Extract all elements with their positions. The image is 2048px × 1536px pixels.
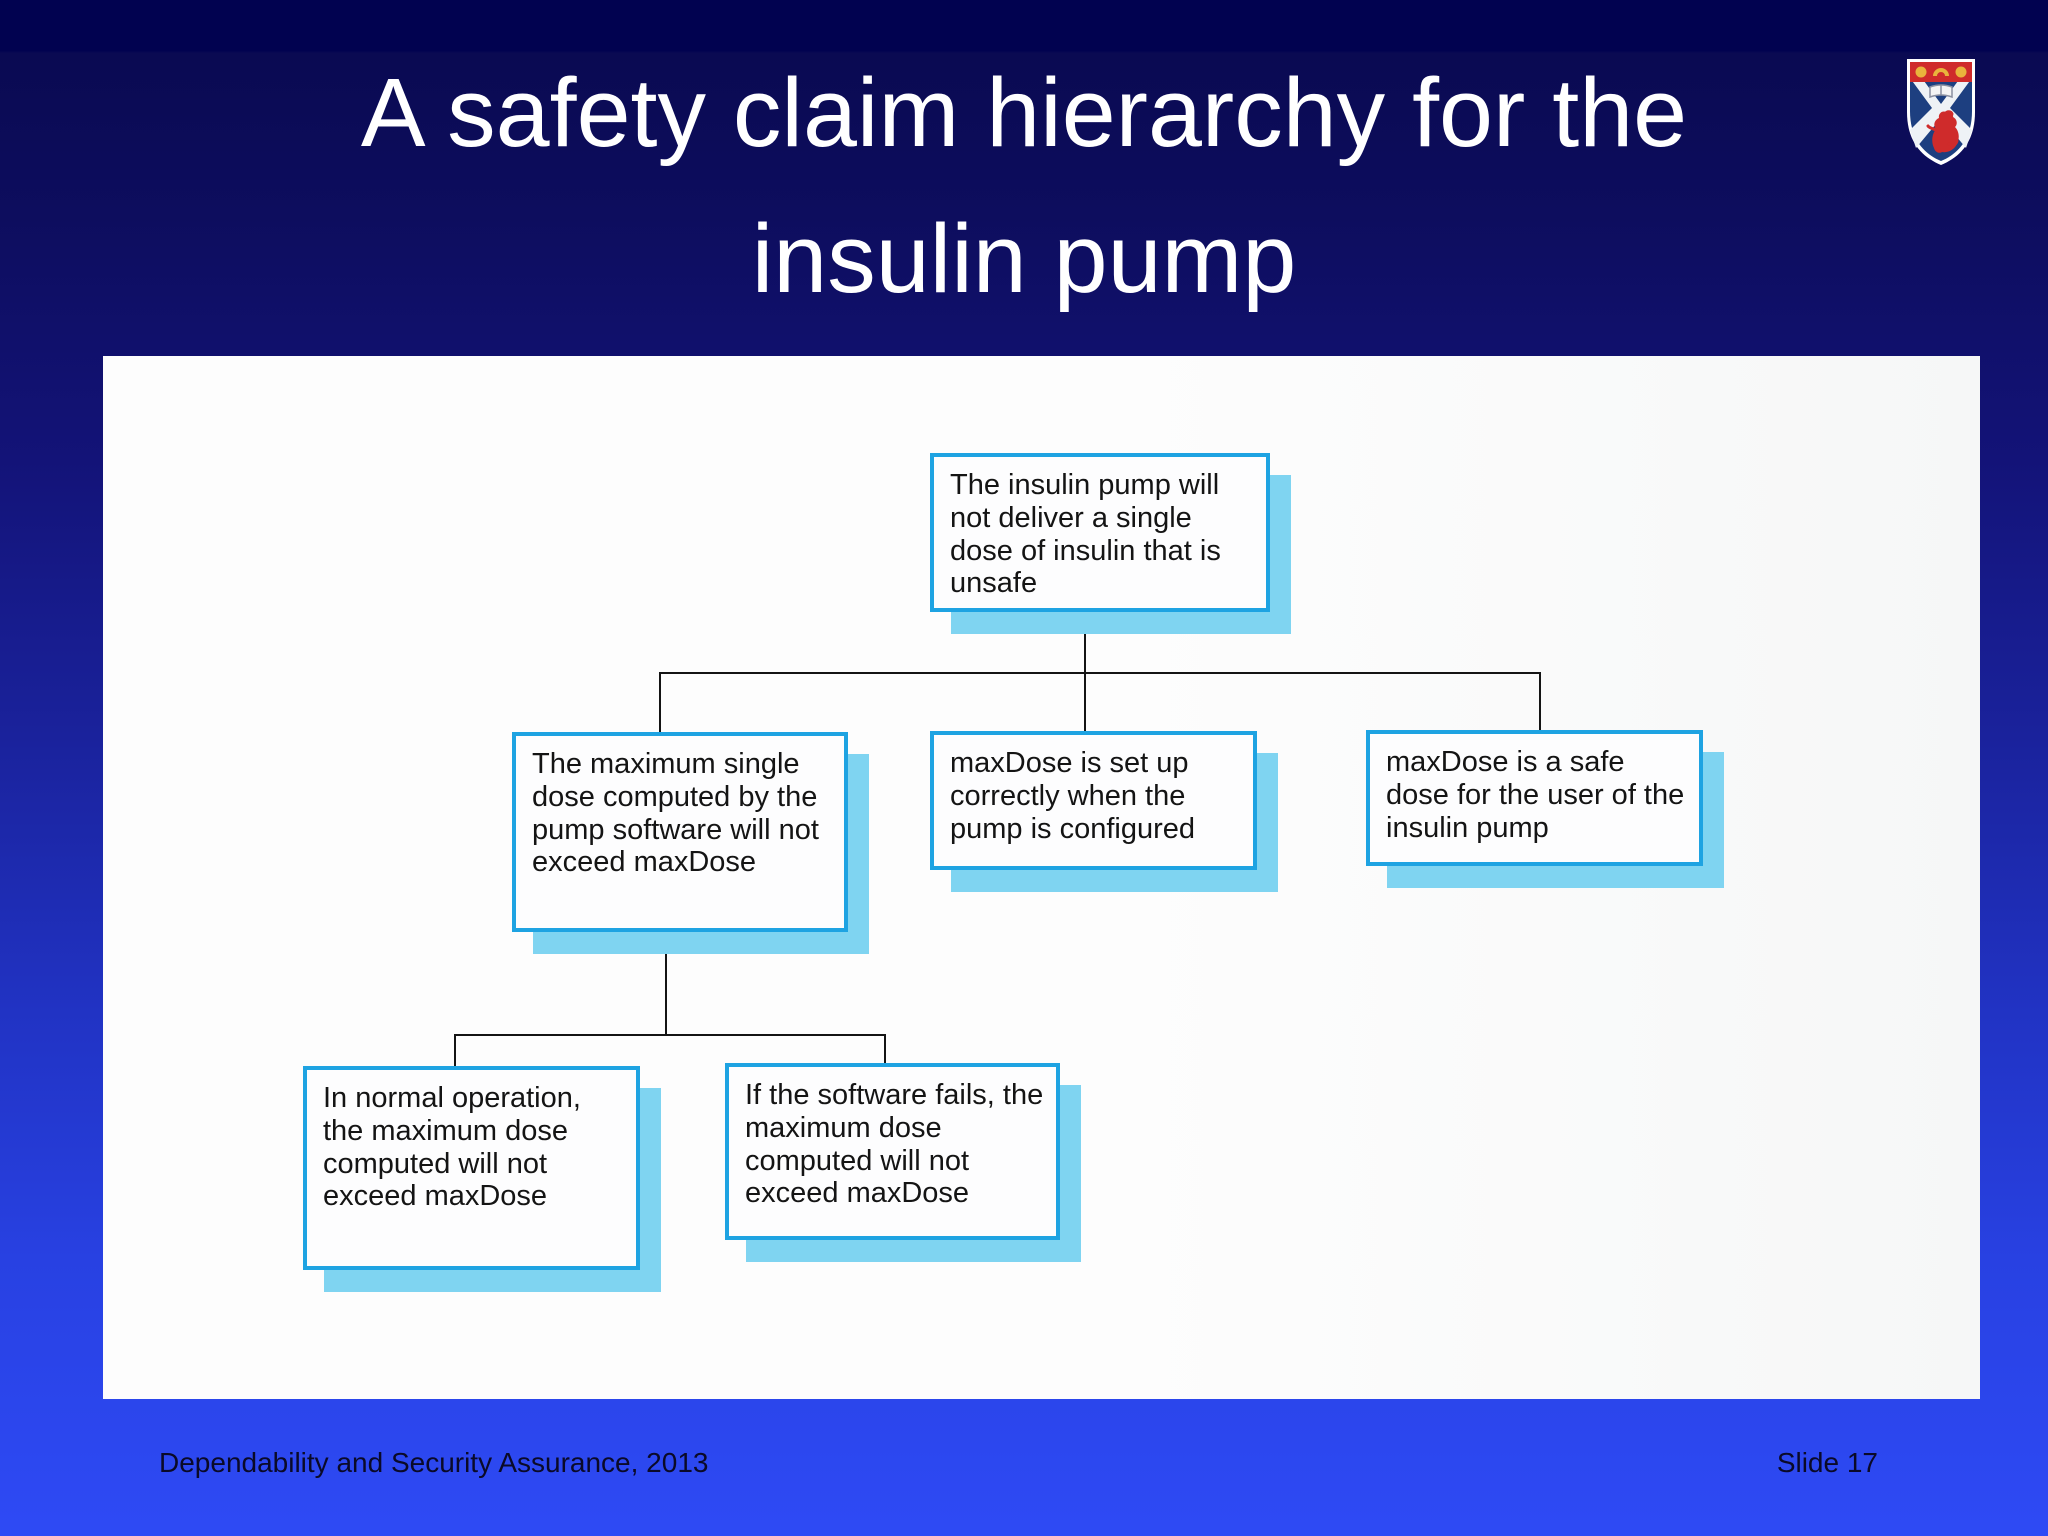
connector-rail-level1	[659, 672, 1541, 674]
claim-node-normal-operation: In normal operation, the maximum dose co…	[303, 1066, 640, 1270]
claim-node-software-fails: If the software fails, the maximum dose …	[725, 1063, 1060, 1240]
connector-drop-c1b	[884, 1034, 886, 1063]
connector-root-to-rail	[1084, 612, 1086, 731]
claim-node-maxdose-setup: maxDose is set up correctly when the pum…	[930, 731, 1257, 870]
connector-drop-c1	[659, 672, 661, 732]
university-crest-logo	[1907, 59, 1975, 165]
footer-slide-number: Slide 17	[1776, 1447, 1878, 1478]
connector-c1-to-rail	[665, 932, 667, 1034]
connector-rail-level2	[454, 1034, 886, 1036]
connector-drop-c1a	[454, 1034, 456, 1066]
slide-title-line1: A safety claim hierarchy for the	[360, 58, 1688, 167]
claim-node-root: The insulin pump will not deliver a sing…	[930, 453, 1270, 612]
claim-node-max-single-dose: The maximum single dose computed by the …	[512, 732, 848, 932]
slide-title: A safety claim hierarchy for the insulin…	[0, 40, 2048, 331]
connector-drop-c3	[1539, 672, 1541, 730]
slide-title-line2: insulin pump	[751, 203, 1297, 313]
claim-node-maxdose-safe: maxDose is a safe dose for the user of t…	[1366, 730, 1703, 866]
footer-course-label: Dependability and Security Assurance, 20…	[159, 1447, 709, 1478]
